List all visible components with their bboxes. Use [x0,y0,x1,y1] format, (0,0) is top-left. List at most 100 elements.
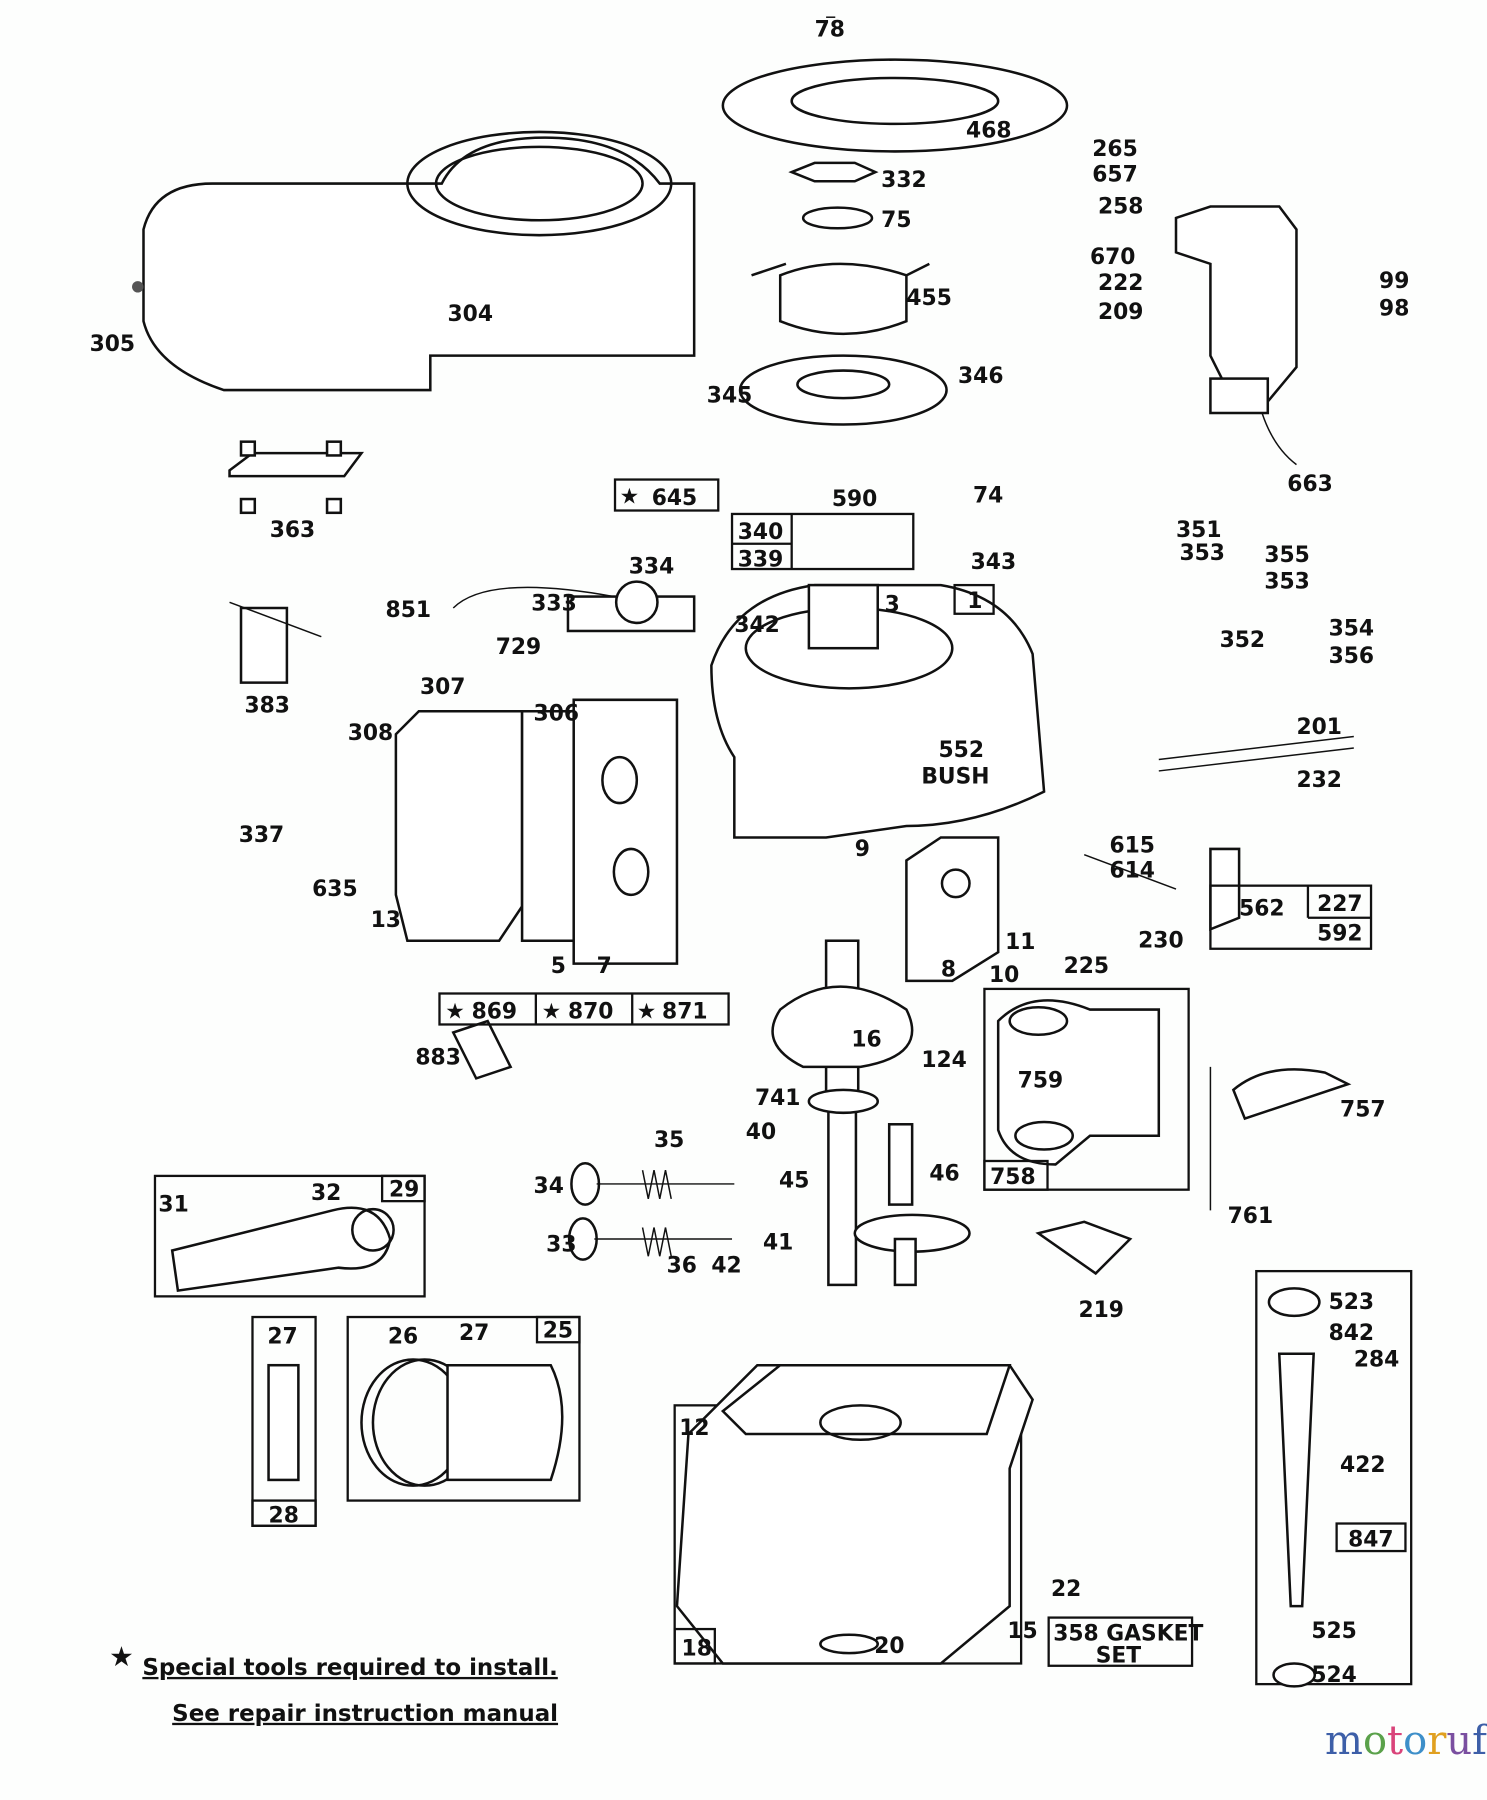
label-7: 7 [597,954,612,979]
connecting-rod [153,1174,426,1298]
label-337: 337 [239,823,284,848]
label-468: 468 [966,119,1011,144]
label-225: 225 [1064,954,1109,979]
label-78: 78 [815,18,845,43]
blower-housing [132,130,696,392]
label-265: 265 [1092,137,1137,162]
label-552: 552 [939,738,984,763]
footnote-line-2: See repair instruction manual [172,1701,558,1727]
label-352: 352 [1220,628,1265,653]
label-353: 353 [1179,541,1224,566]
label-28: 28 [269,1503,299,1528]
label-13: 13 [371,908,401,933]
label-20: 20 [874,1634,904,1659]
label-645: 645 [652,486,697,511]
label-26: 26 [388,1324,418,1349]
cylinder-heads [394,698,679,965]
label-42: 42 [711,1253,741,1278]
label-27: 27 [267,1324,297,1349]
label-729: 729 [496,635,541,660]
label-33: 33 [546,1233,576,1258]
label-334: 334 [629,555,674,580]
label-8: 8 [941,957,956,982]
label-36: 36 [667,1253,697,1278]
label-32: 32 [311,1181,341,1206]
label-18: 18 [682,1636,712,1661]
label-871: 871 [662,1000,707,1025]
rods-201-232 [1158,735,1354,772]
label-758: 758 [990,1165,1035,1190]
control-bracket [1174,205,1298,466]
label-851: 851 [386,598,431,623]
label-304: 304 [448,302,493,327]
label-741: 741 [755,1086,800,1111]
label-1: 1 [967,589,982,614]
label-342: 342 [734,613,779,638]
label-232: 232 [1296,768,1341,793]
label-22: 22 [1051,1577,1081,1602]
label-29: 29 [389,1178,419,1203]
label-99: 99 [1379,269,1409,294]
valves [567,1162,735,1261]
crankcase-cylinder [710,583,1046,839]
label-bush: BUSH [921,765,989,790]
label-305: 305 [90,332,135,357]
label-358-gasket: 358 GASKET [1053,1622,1203,1647]
label-209: 209 [1098,300,1143,325]
oil-sump [673,1363,1034,1665]
label-340: 340 [738,520,783,545]
lever-757 [1231,1068,1352,1121]
label-11: 11 [1005,930,1035,955]
label-9: 9 [855,837,870,862]
label-40: 40 [746,1120,776,1145]
label-307: 307 [420,675,465,700]
label-670: 670 [1090,245,1135,270]
label-356: 356 [1329,644,1374,669]
label-31: 31 [158,1192,188,1217]
crankshaft [771,939,914,1287]
label-12: 12 [679,1416,709,1441]
label-25: 25 [543,1319,573,1344]
label-98: 98 [1379,296,1409,321]
label-set: SET [1096,1643,1142,1668]
label-761: 761 [1228,1204,1273,1229]
label-635: 635 [312,877,357,902]
label-870: 870 [568,1000,613,1025]
clamp-363 [228,440,364,515]
label-422: 422 [1340,1453,1385,1478]
carburetor-mount [905,836,1000,983]
label-842: 842 [1329,1321,1374,1346]
label-201: 201 [1296,715,1341,740]
label-757: 757 [1340,1097,1385,1122]
label-363: 363 [270,518,315,543]
label-75: 75 [881,208,911,233]
nut-and-washer [788,161,879,230]
label-615: 615 [1109,833,1154,858]
label-308: 308 [348,721,393,746]
piston-rings [346,1315,581,1502]
label-614: 614 [1109,859,1154,884]
label-524: 524 [1311,1663,1356,1688]
label-562: 562 [1239,896,1284,921]
camshaft [853,1123,971,1287]
label-227: 227 [1317,892,1362,917]
label-455: 455 [906,286,951,311]
mounting-bracket-758 [983,987,1190,1191]
label-124: 124 [921,1048,966,1073]
label-332: 332 [881,168,926,193]
label-15: 15 [1007,1619,1037,1644]
label-boxes [251,478,1407,1667]
label-339: 339 [738,548,783,573]
label-353-b: 353 [1264,570,1309,595]
label-354: 354 [1329,617,1374,642]
label-284: 284 [1354,1347,1399,1372]
label-222: 222 [1098,271,1143,296]
label-258: 258 [1098,194,1143,219]
label-46: 46 [929,1161,959,1186]
label-219: 219 [1078,1298,1123,1323]
label-346: 346 [958,364,1003,389]
label-74: 74 [973,483,1003,508]
footnote: ★ Special tools required to install. See… [109,1641,558,1727]
